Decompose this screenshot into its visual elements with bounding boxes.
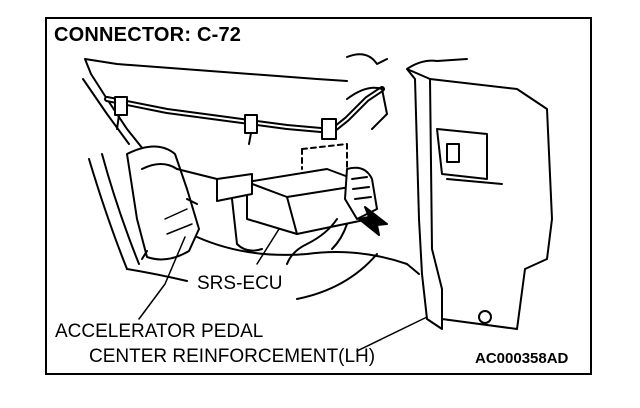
figure-code: AC000358AD — [475, 350, 569, 367]
label-accelerator-pedal: ACCELERATOR PEDAL — [55, 321, 264, 342]
vehicle-interior-illustration — [82, 53, 553, 352]
leader-reinforcement — [356, 316, 428, 352]
label-srs-ecu: SRS-ECU — [197, 273, 283, 294]
connector-c72 — [344, 166, 378, 220]
leader-srs-ecu — [256, 228, 280, 265]
accelerator-pedal — [126, 145, 200, 261]
leader-accelerator — [138, 236, 186, 320]
center-reinforcement — [406, 68, 443, 330]
diagram-title: CONNECTOR: C-72 — [54, 24, 242, 46]
label-center-reinforcement: CENTER REINFORCEMENT(LH) — [89, 346, 376, 367]
diagram-frame: CONNECTOR: C-72 SRS-ECU ACCELERATOR PEDA… — [45, 17, 592, 375]
connector-arrow — [358, 206, 388, 236]
